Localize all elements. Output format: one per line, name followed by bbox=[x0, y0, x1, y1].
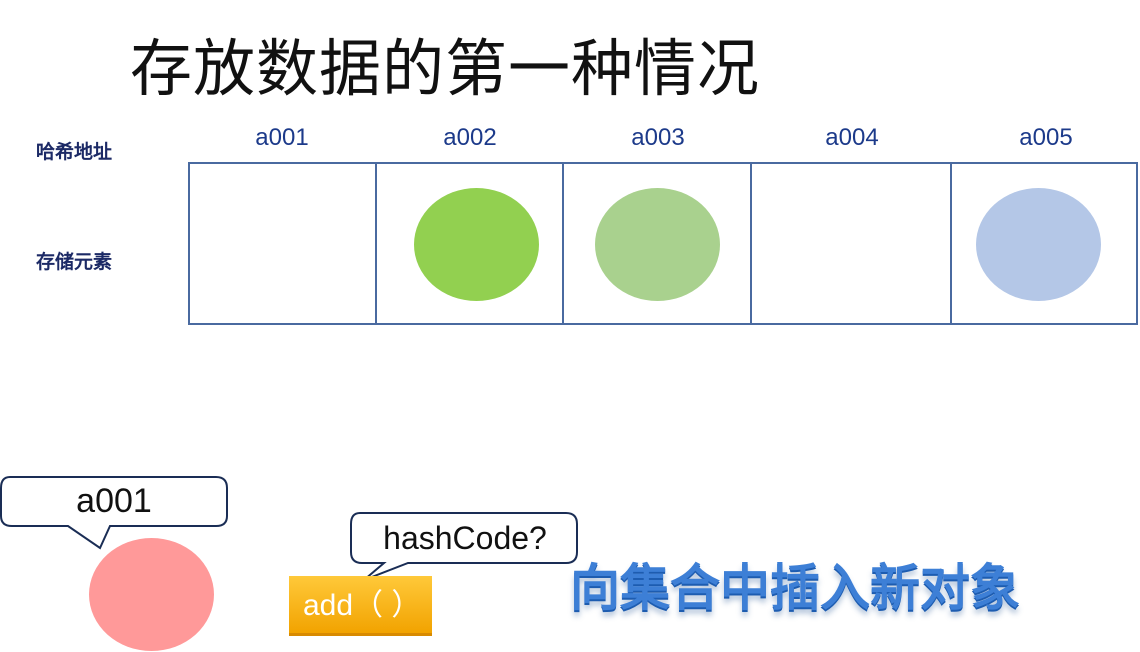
cell-divider bbox=[750, 162, 752, 325]
new-object-hash-label: a001 bbox=[76, 482, 152, 520]
cell-divider bbox=[562, 162, 564, 325]
add-method-box: add（ ） bbox=[289, 576, 432, 636]
hashcode-bubble bbox=[350, 512, 578, 581]
address-a001: a001 bbox=[255, 124, 309, 151]
address-a005: a005 bbox=[1019, 124, 1073, 151]
new-object bbox=[89, 538, 214, 651]
address-a004: a004 bbox=[825, 124, 879, 151]
hash-label-bubble bbox=[0, 476, 228, 550]
caption: 向集合中插入新对象 bbox=[570, 558, 1020, 617]
address-a002: a002 bbox=[443, 124, 497, 151]
cell-divider bbox=[375, 162, 377, 325]
cell-divider bbox=[950, 162, 952, 325]
address-a003: a003 bbox=[631, 124, 685, 151]
page-title: 存放数据的第一种情况 bbox=[130, 32, 761, 105]
hash-table bbox=[188, 162, 1138, 325]
stored-element-a002 bbox=[414, 188, 539, 301]
stored-element-a003 bbox=[595, 188, 720, 301]
stored-element-a005 bbox=[976, 188, 1101, 301]
hash-address-label: 哈希地址 bbox=[36, 141, 113, 163]
hashcode-text: hashCode? bbox=[383, 520, 547, 556]
stored-elements-label: 存储元素 bbox=[36, 251, 113, 273]
